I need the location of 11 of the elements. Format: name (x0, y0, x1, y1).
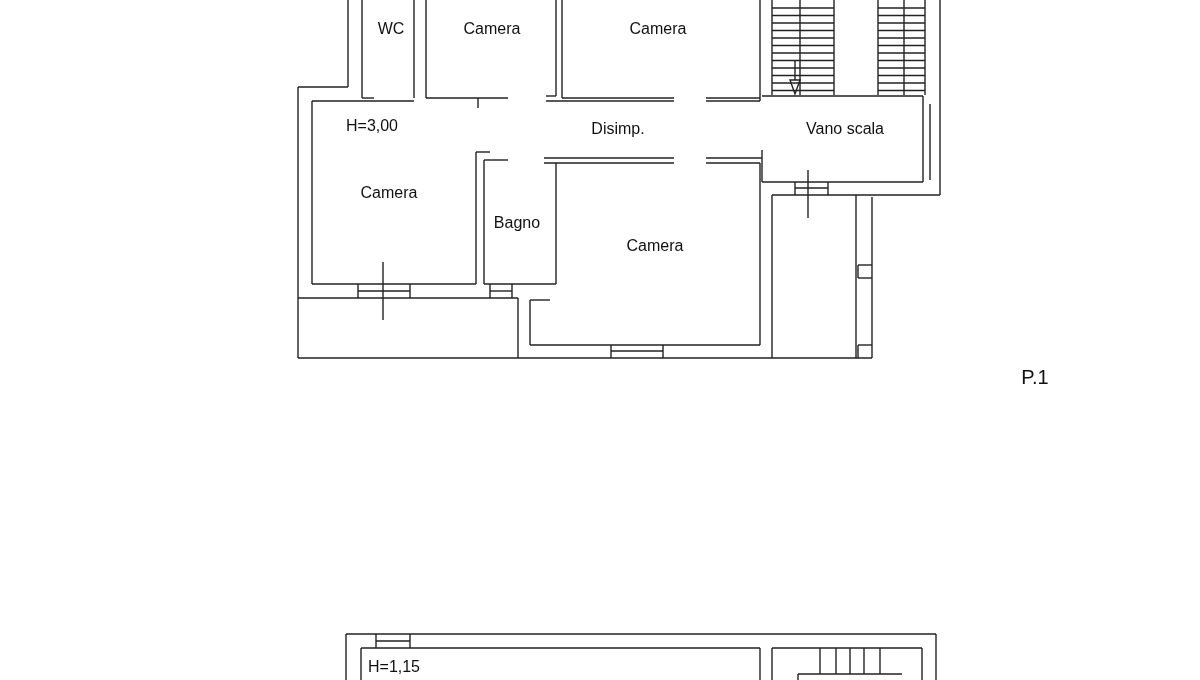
room-label: Disimp. (591, 120, 645, 138)
room-label: Vano scala (806, 120, 884, 138)
room-label: Camera (360, 184, 418, 202)
room-label: Camera (463, 20, 521, 38)
height-label: H=3,00 (346, 117, 398, 135)
height-label: H=1,15 (368, 658, 420, 676)
floor-label: P.1 (1021, 365, 1049, 389)
room-label: Camera (629, 20, 687, 38)
room-label: WC (377, 20, 405, 38)
room-label: Bagno (493, 214, 541, 232)
room-label: Camera (626, 237, 684, 255)
